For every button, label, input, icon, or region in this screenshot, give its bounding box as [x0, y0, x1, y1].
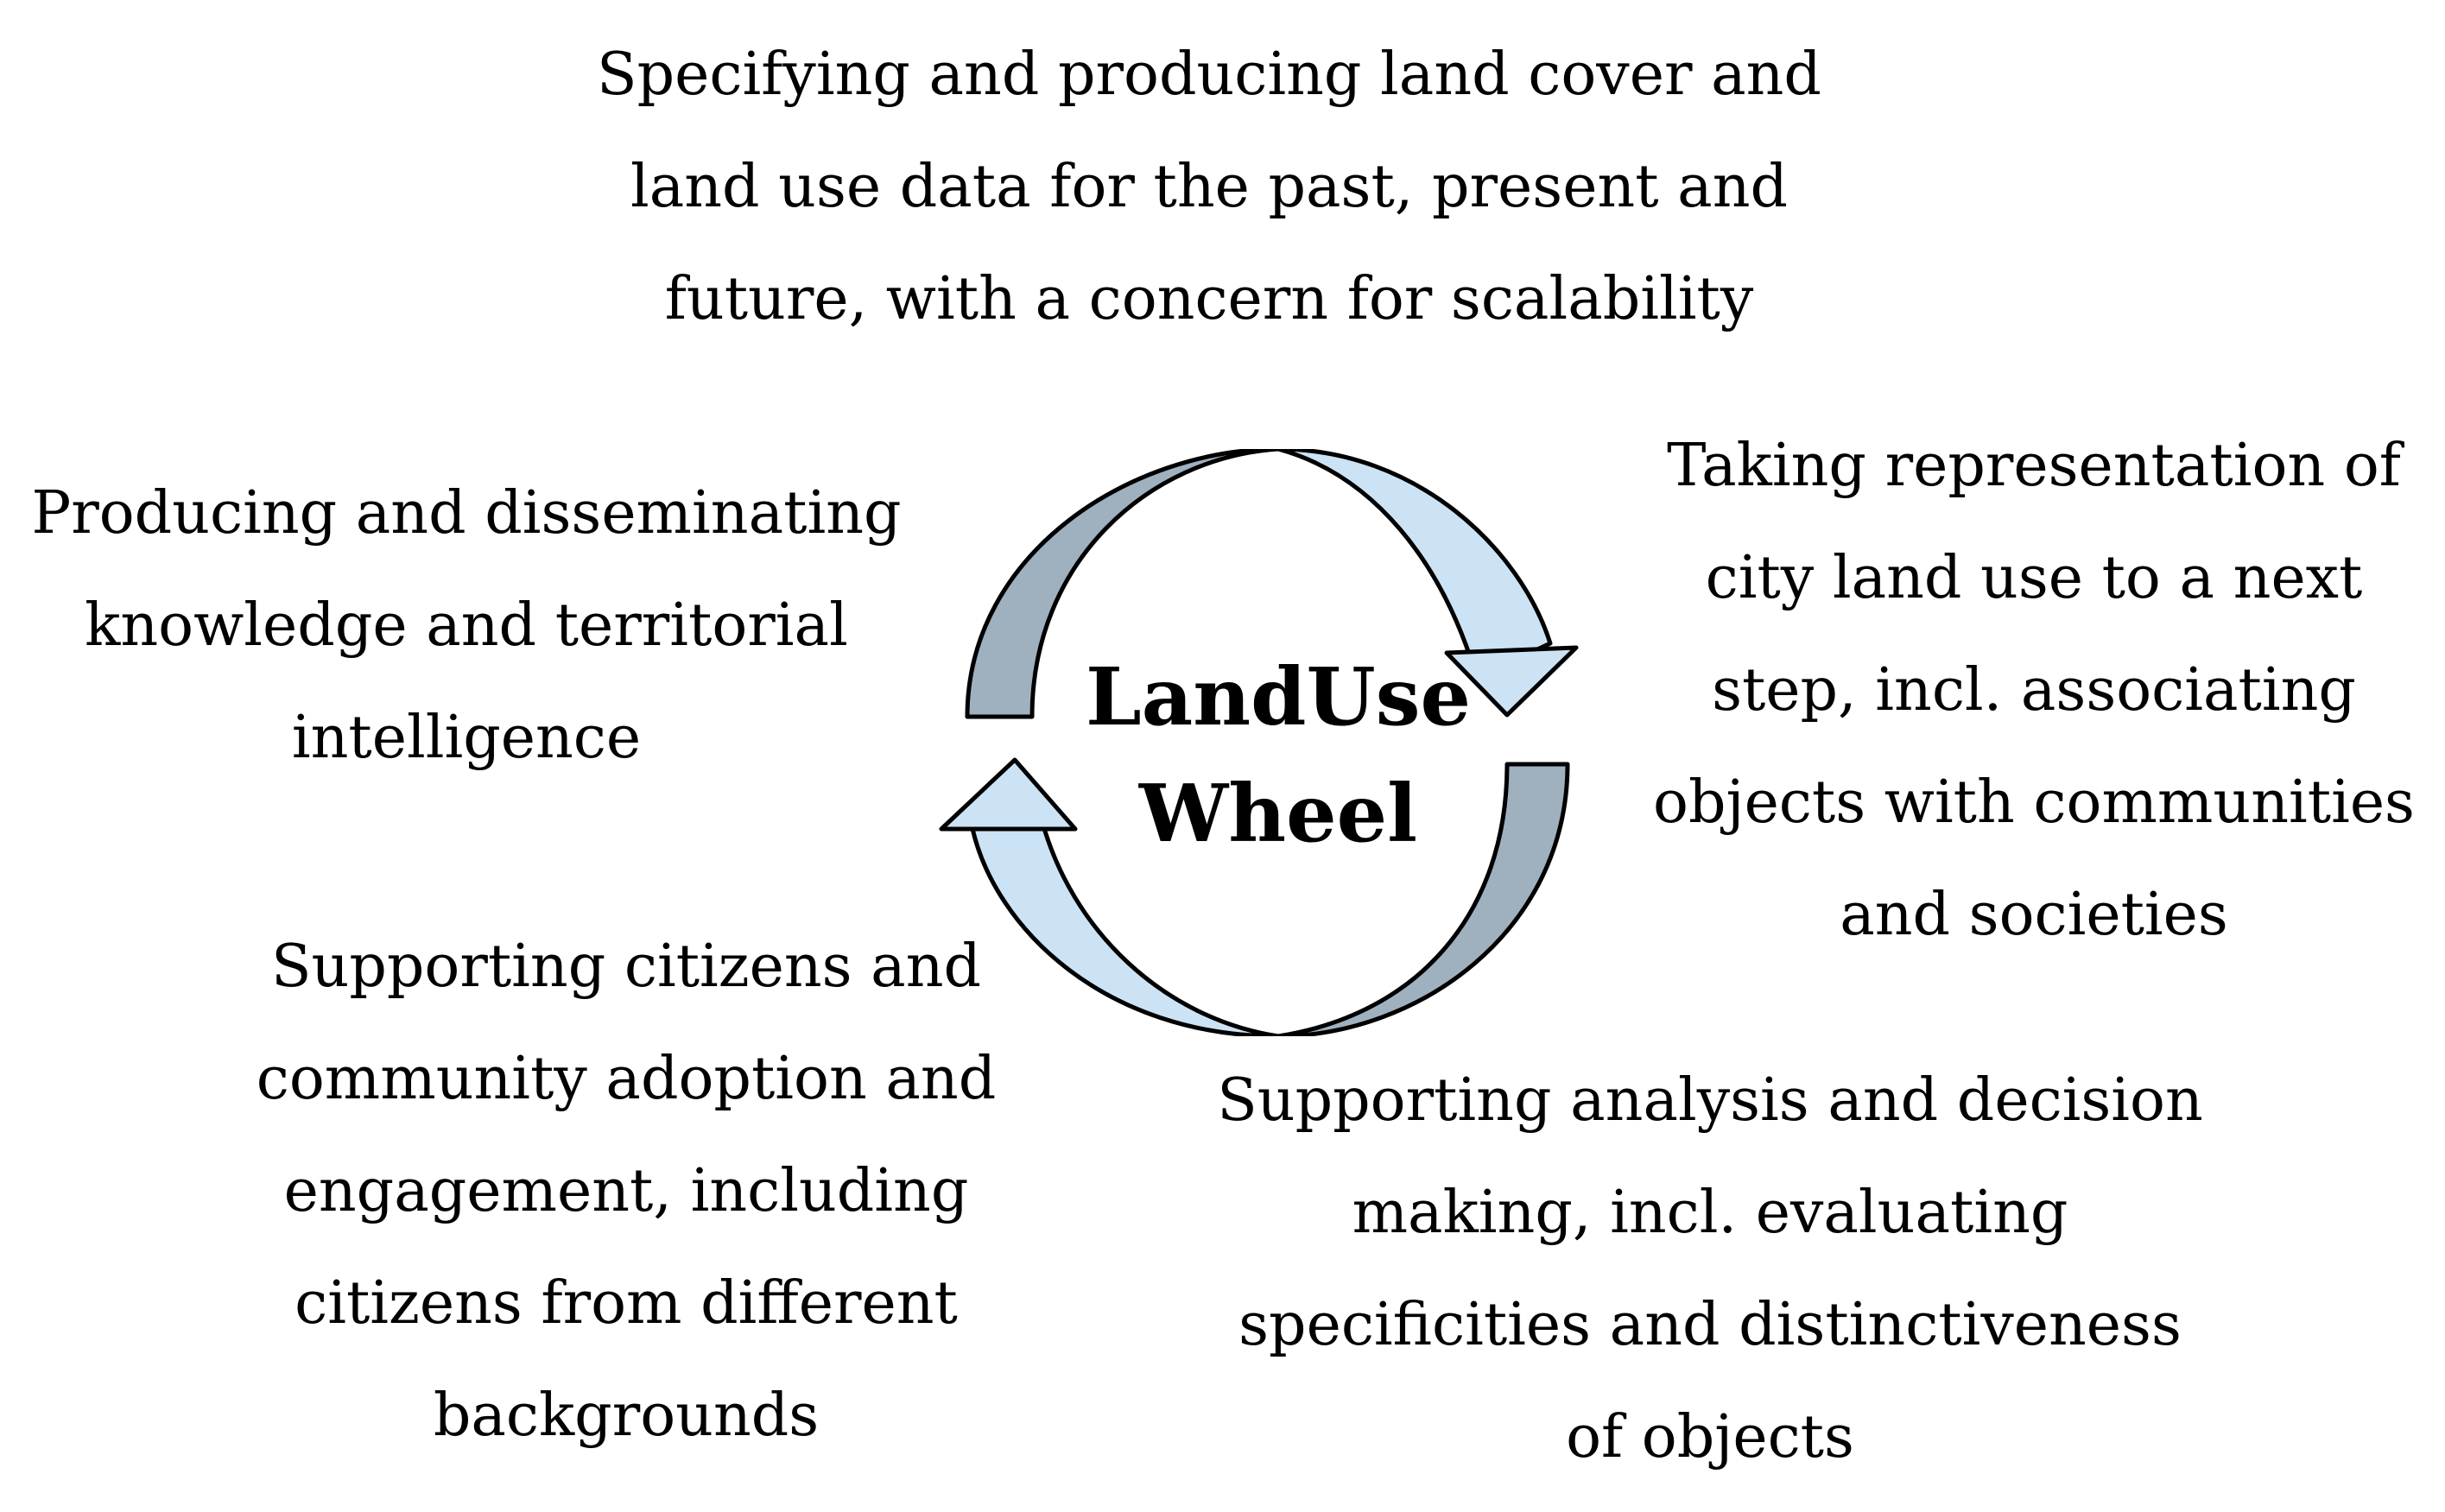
text-line: Taking representation of — [1667, 432, 2401, 500]
text-line: Supporting analysis and decision — [1217, 1066, 2203, 1135]
wheel-title-line: Wheel — [1138, 767, 1418, 860]
text-line: future, with a concern for scalability — [664, 265, 1754, 333]
step-supporting-analysis: Supporting analysis and decision making,… — [1123, 1045, 2297, 1494]
text-line: step, incl. associating — [1712, 656, 2356, 724]
step-supporting-citizens: Supporting citizens and community adopti… — [199, 911, 1054, 1472]
step-taking-representation: Taking representation of city land use t… — [1624, 410, 2444, 971]
cycle-wheel — [939, 449, 1579, 1036]
text-line: backgrounds — [433, 1382, 820, 1450]
text-line: land use data for the past, present and — [630, 153, 1789, 221]
text-line: specificities and distinctiveness — [1238, 1291, 2182, 1359]
upper-arrow-light-band — [1276, 449, 1553, 680]
text-line: citizens from different — [295, 1269, 958, 1338]
upper-cycle-arrow — [965, 449, 1579, 719]
lower-cycle-arrow — [939, 757, 1570, 1036]
text-line: of objects — [1566, 1403, 1854, 1471]
lower-arrow-dark-band — [1276, 762, 1570, 1036]
text-line: engagement, including — [283, 1157, 969, 1225]
text-line: intelligence — [291, 704, 642, 772]
text-line: objects with communities — [1653, 769, 2415, 837]
step-specifying-producing-data: Specifying and producing land cover and … — [518, 19, 1900, 356]
text-line: city land use to a next — [1705, 544, 2363, 612]
upper-arrowhead — [1444, 645, 1579, 718]
step-producing-knowledge: Producing and disseminating knowledge an… — [0, 458, 933, 794]
text-line: making, incl. evaluating — [1352, 1179, 2068, 1247]
text-line: Supporting citizens and — [270, 933, 982, 1001]
text-line: community adoption and — [256, 1045, 997, 1113]
text-line: and societies — [1840, 881, 2228, 949]
wheel-title: LandUse Wheel — [1019, 639, 1537, 872]
text-line: Producing and disseminating — [31, 479, 902, 547]
lower-arrowhead — [939, 757, 1078, 832]
text-line: Specifying and producing land cover and — [597, 41, 1821, 109]
text-line: knowledge and territorial — [85, 592, 848, 660]
wheel-title-line: LandUse — [1085, 650, 1472, 743]
